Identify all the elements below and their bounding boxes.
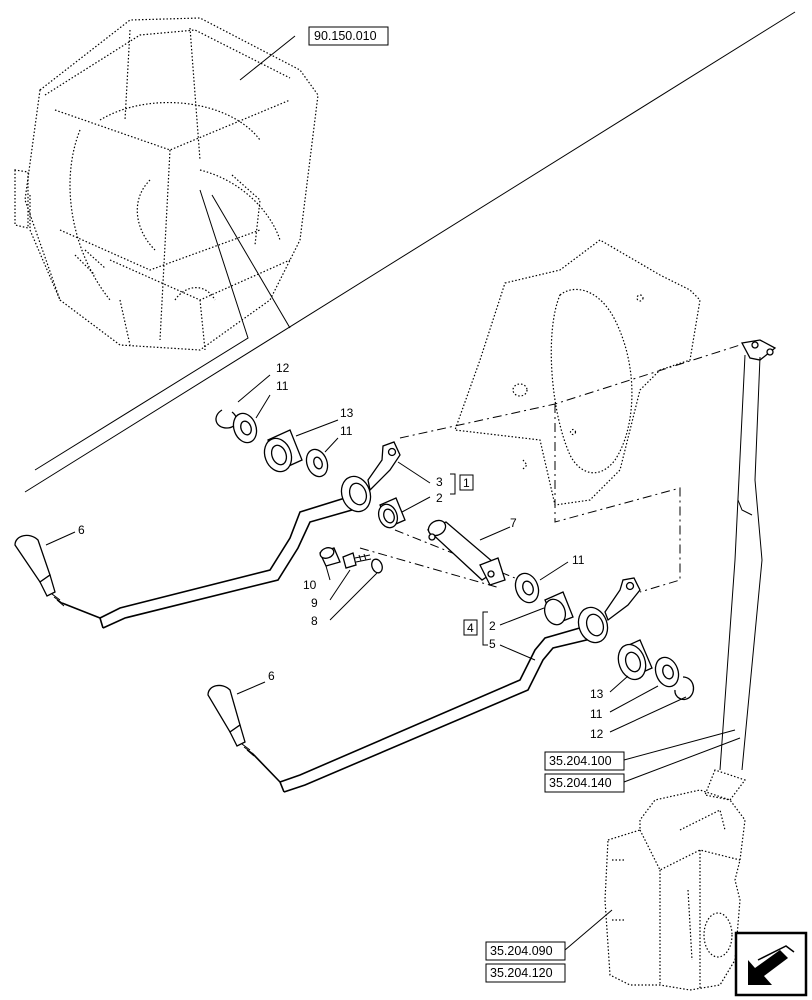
lower-small-parts <box>514 572 695 701</box>
callout-7: 7 <box>510 516 517 530</box>
callout-box-4 <box>463 619 478 636</box>
svg-text:35.204.100: 35.204.100 <box>549 754 612 768</box>
cab-frame-drawing <box>14 17 319 351</box>
centerline-b <box>554 404 681 593</box>
callout-5: 5 <box>489 637 496 651</box>
callout-6-bot: 6 <box>268 669 275 683</box>
centerline-a <box>399 344 741 439</box>
callout-labels: 12 11 13 11 3 2 1 6 7 10 9 8 11 4 2 5 6 … <box>78 361 604 741</box>
centerline-d <box>359 547 501 589</box>
callout-leaders <box>45 374 741 951</box>
callout-2-top: 2 <box>436 491 443 505</box>
upper-knob-drawing <box>14 534 101 619</box>
callout-11-bot: 11 <box>590 707 603 721</box>
callout-4: 4 <box>467 621 474 635</box>
next-page-arrow-icon[interactable] <box>734 931 808 997</box>
cab-zoom-leader-b <box>34 189 249 471</box>
callout-6-top: 6 <box>78 523 85 537</box>
reference-valve-a[interactable]: 35.204.090 <box>485 941 566 961</box>
reference-valve-b[interactable]: 35.204.120 <box>485 963 566 983</box>
callout-8: 8 <box>311 614 318 628</box>
reference-linkage-a[interactable]: 35.204.100 <box>544 751 625 771</box>
reference-cab[interactable]: 90.150.010 <box>308 26 389 46</box>
cab-zoom-leader-a <box>211 194 291 329</box>
callout-12-bot: 12 <box>590 727 604 741</box>
callout-13-bot: 13 <box>590 687 604 701</box>
upper-small-parts <box>215 409 406 529</box>
section-divider-line <box>24 11 796 493</box>
callout-11-top2: 11 <box>340 424 353 438</box>
callout-9: 9 <box>311 596 318 610</box>
side-panel-drawing <box>454 239 701 506</box>
callout-13-top: 13 <box>340 406 354 420</box>
callout-box-1 <box>459 474 474 491</box>
svg-text:35.204.140: 35.204.140 <box>549 776 612 790</box>
callout-10: 10 <box>303 578 317 592</box>
shaft-drawing <box>426 519 506 586</box>
cab-ref-leader <box>239 35 296 81</box>
svg-text:35.204.120: 35.204.120 <box>490 966 553 980</box>
lower-knob-drawing <box>207 684 281 783</box>
reference-linkage-b[interactable]: 35.204.140 <box>544 773 625 793</box>
valve-block-drawing <box>604 769 746 991</box>
callout-12-top: 12 <box>276 361 290 375</box>
callout-2-bot: 2 <box>489 619 496 633</box>
bolt-set-drawing <box>319 547 383 574</box>
linkage-rod-drawing <box>719 339 777 771</box>
callout-3: 3 <box>436 475 443 489</box>
callout-11-top: 11 <box>276 379 289 393</box>
upper-lever-drawing <box>99 441 401 629</box>
callout-11-mid: 11 <box>572 553 585 567</box>
lower-lever-drawing <box>279 577 641 793</box>
svg-text:35.204.090: 35.204.090 <box>490 944 553 958</box>
centerline-c <box>394 529 521 581</box>
svg-text:90.150.010: 90.150.010 <box>314 29 377 43</box>
callout-1: 1 <box>463 476 470 490</box>
